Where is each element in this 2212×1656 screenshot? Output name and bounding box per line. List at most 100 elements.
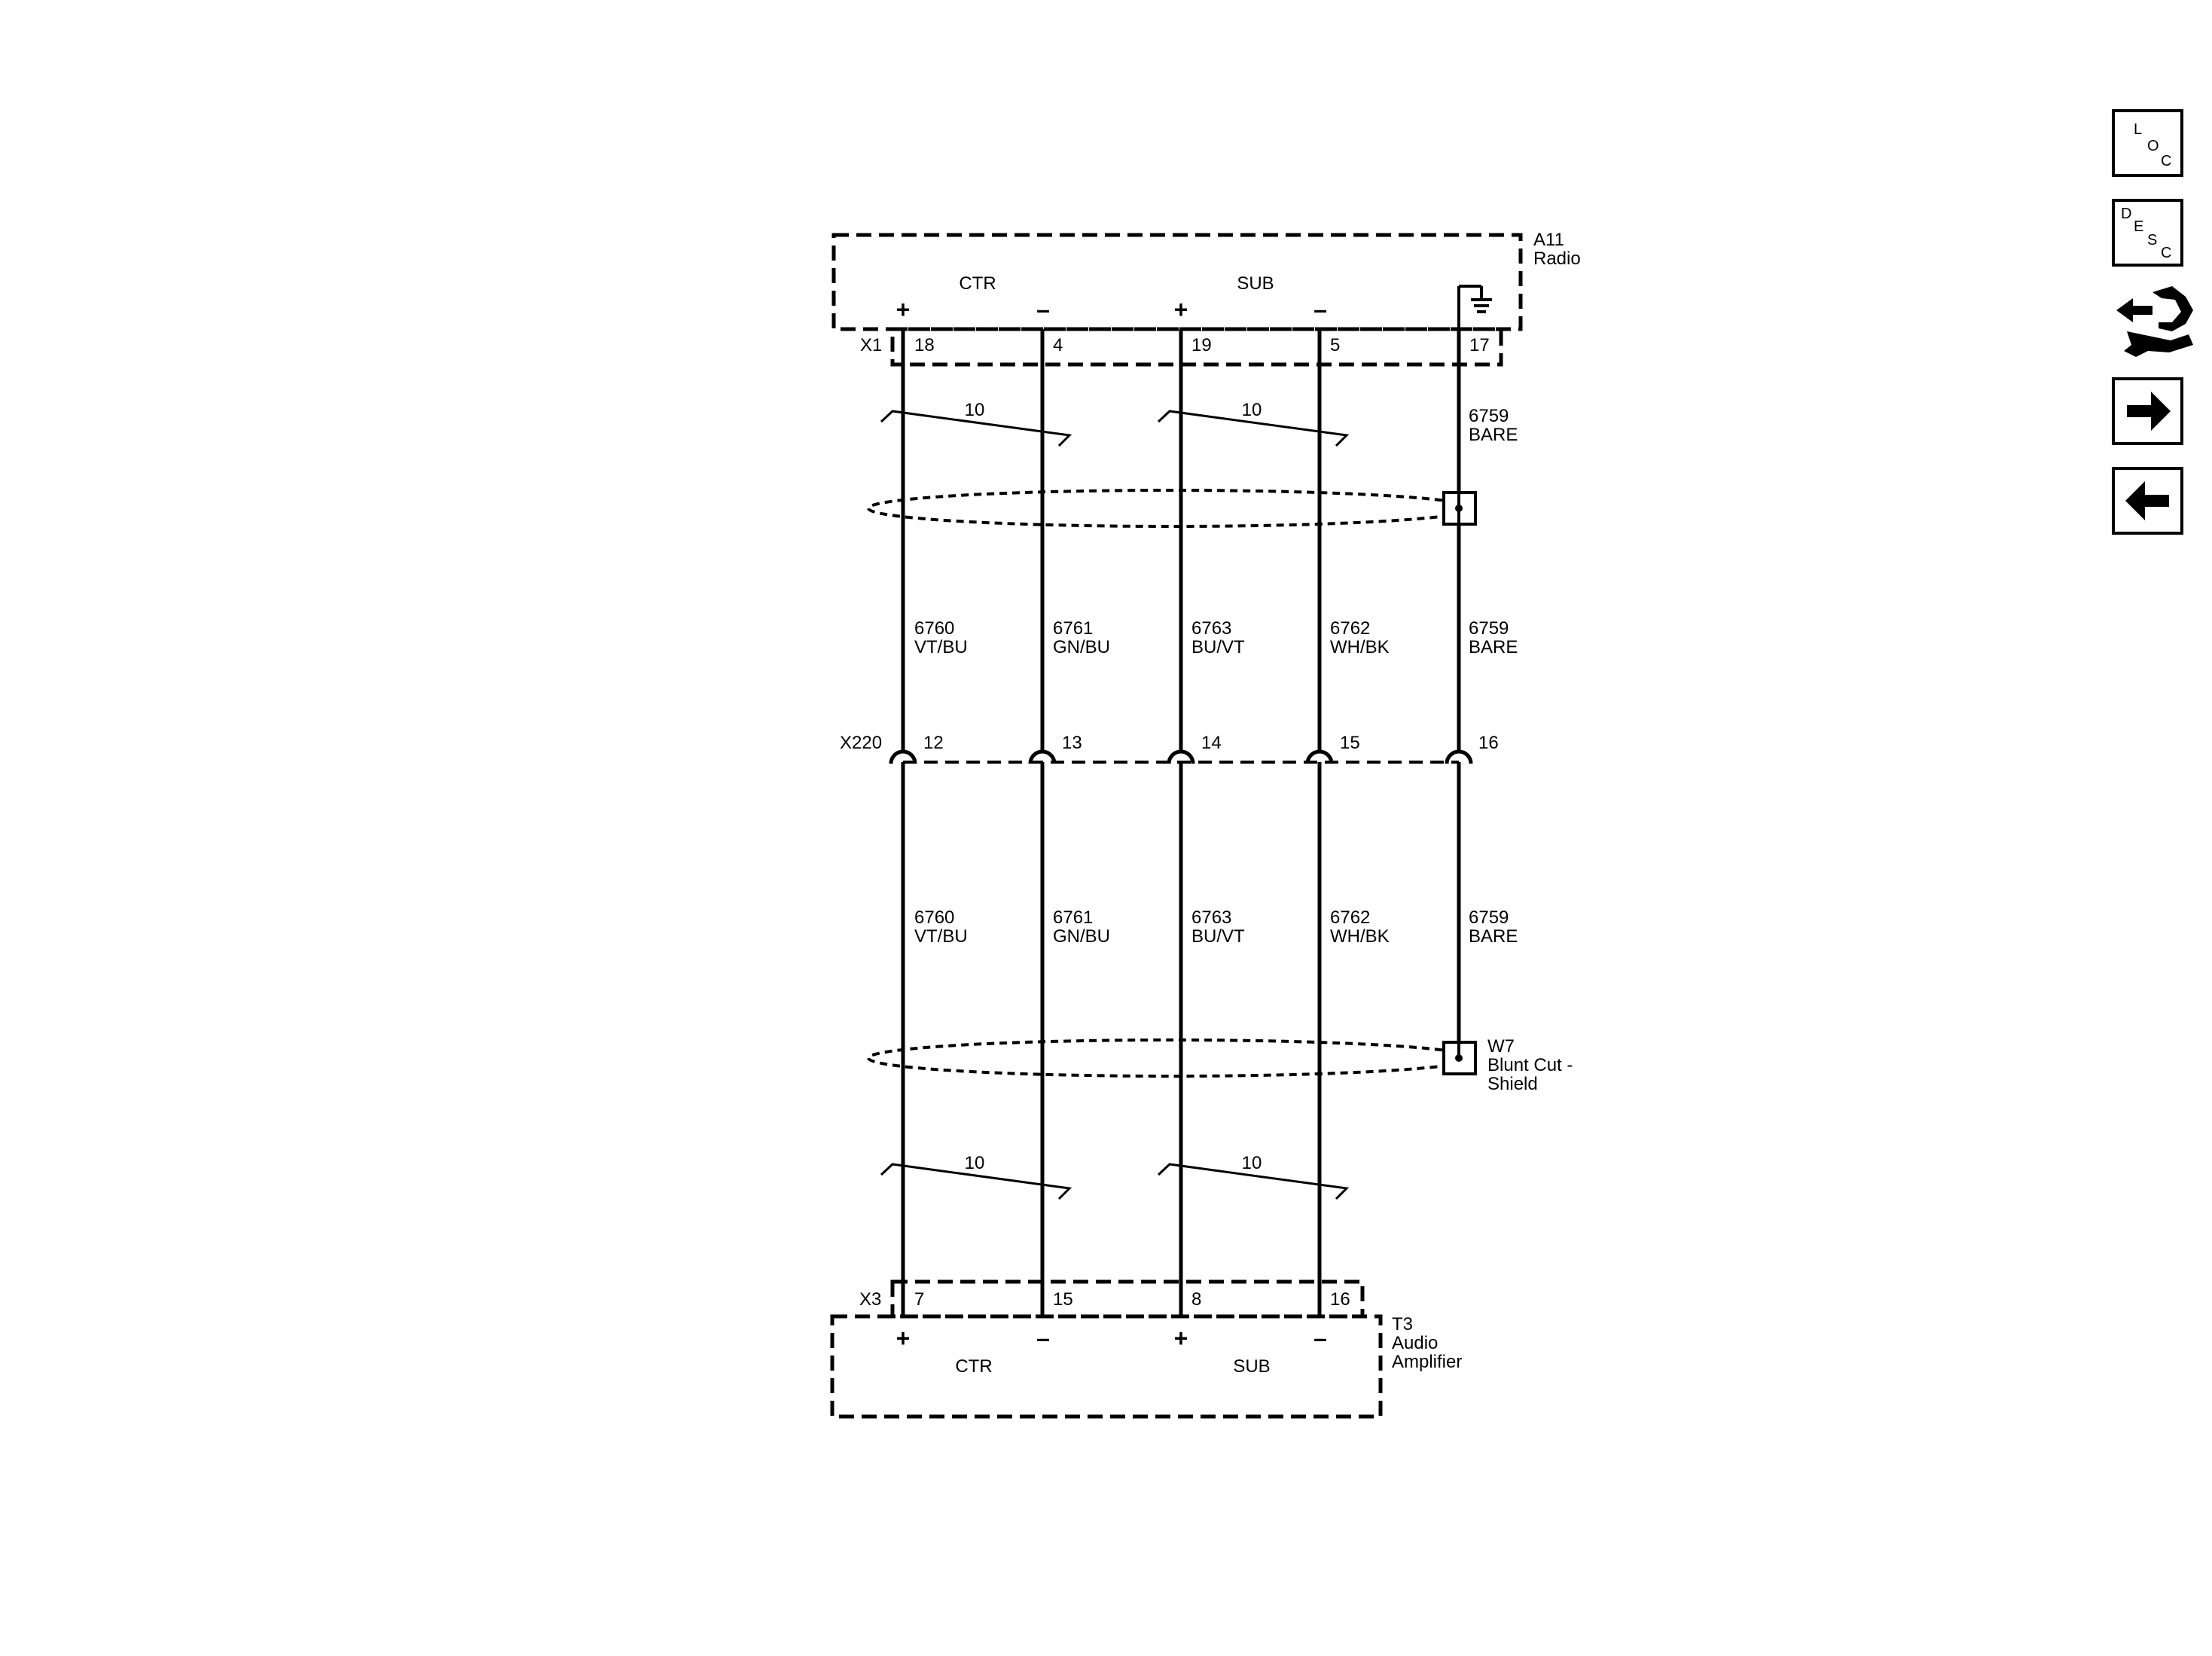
wire-color-label: BARE bbox=[1469, 926, 1518, 947]
wire-color-label: BU/VT bbox=[1191, 637, 1245, 657]
x3-pin: 8 bbox=[1191, 1289, 1201, 1310]
amp-sub-label: SUB bbox=[1233, 1356, 1270, 1377]
radio-ref: A11 bbox=[1533, 230, 1564, 250]
wire-circuit-label: 6761 bbox=[1053, 907, 1093, 928]
x3-pin: 7 bbox=[914, 1289, 924, 1310]
shield-top bbox=[867, 489, 1477, 528]
x1-label: X1 bbox=[860, 335, 882, 355]
x220-pin-arc bbox=[889, 749, 917, 764]
loc-letter: C bbox=[2161, 153, 2171, 169]
x3-connector: X3 7 15 8 16 bbox=[859, 1279, 1365, 1319]
wire-color-label: WH/BK bbox=[1330, 637, 1390, 657]
wire-circuit-label: 6763 bbox=[1191, 618, 1231, 639]
wire-circuit-label: 6759 bbox=[1469, 907, 1509, 928]
amp-ctr-minus: – bbox=[1036, 1325, 1050, 1352]
x3-outline bbox=[890, 1279, 1365, 1319]
x3-pin: 16 bbox=[1330, 1289, 1350, 1310]
x220-pin: 13 bbox=[1062, 733, 1082, 753]
radio-ctr-label: CTR bbox=[959, 273, 996, 294]
loc-letter: O bbox=[2147, 138, 2159, 154]
wire-color-label: BARE bbox=[1469, 637, 1518, 657]
wire-circuit-label: 6759 bbox=[1469, 406, 1509, 426]
desc-letter: S bbox=[2147, 232, 2157, 249]
x220-pin-arc bbox=[1028, 749, 1057, 764]
x3-label: X3 bbox=[859, 1289, 881, 1310]
shield-ellipse bbox=[867, 1038, 1475, 1078]
twist-label: 10 bbox=[965, 400, 985, 420]
wire-circuit-label: 6763 bbox=[1191, 907, 1231, 928]
x3-pin: 15 bbox=[1053, 1289, 1073, 1310]
nav-loc-button[interactable]: L O C bbox=[2112, 109, 2183, 177]
radio-name: Radio bbox=[1533, 249, 1581, 269]
wire-circuit-label: 6761 bbox=[1053, 618, 1093, 639]
radio-ctr-minus: – bbox=[1036, 296, 1050, 323]
twist-label: 10 bbox=[965, 1153, 985, 1173]
x1-pin: 4 bbox=[1053, 335, 1063, 355]
wire-color-label: GN/BU bbox=[1053, 926, 1110, 947]
radio-ctr-plus: + bbox=[896, 296, 911, 323]
wire-labels-upper: 6760 VT/BU 6761 GN/BU 6763 BU/VT 6762 WH… bbox=[914, 618, 1518, 657]
x1-pin: 5 bbox=[1330, 335, 1340, 355]
wire-circuit-label: 6762 bbox=[1330, 907, 1370, 928]
nav-prev-button[interactable] bbox=[2112, 467, 2183, 535]
x220-pin-arc bbox=[1305, 749, 1334, 764]
wire-labels-lower: 6760 VT/BU 6761 GN/BU 6763 BU/VT 6762 WH… bbox=[914, 907, 1518, 947]
desc-letter: D bbox=[2121, 206, 2131, 222]
wire-color-label: BU/VT bbox=[1191, 926, 1245, 947]
x1-pin: 19 bbox=[1191, 335, 1212, 355]
wire-color-label: WH/BK bbox=[1330, 926, 1390, 947]
x220-connector: X220 12 13 14 15 16 bbox=[840, 733, 1499, 764]
desc-letter: E bbox=[2134, 218, 2143, 235]
ground-icon bbox=[1457, 285, 1492, 329]
wire-color-label: BARE bbox=[1469, 425, 1518, 445]
wire-circuit-label: 6760 bbox=[914, 618, 954, 639]
twist-mark bbox=[880, 1163, 1072, 1200]
connector-wrench-icon[interactable] bbox=[2116, 286, 2193, 357]
shield-ellipse bbox=[867, 489, 1475, 528]
wire-color-label: GN/BU bbox=[1053, 637, 1110, 657]
x1-pin: 17 bbox=[1469, 335, 1490, 355]
wire-group bbox=[901, 329, 1461, 1316]
x220-pin-arc bbox=[1167, 749, 1195, 764]
x1-outline bbox=[890, 327, 1503, 367]
twist-label: 10 bbox=[1242, 1153, 1262, 1173]
radio-sub-plus: + bbox=[1174, 296, 1188, 323]
x220-pin: 14 bbox=[1201, 733, 1222, 753]
amp-sub-minus: – bbox=[1313, 1325, 1327, 1352]
loc-letter: L bbox=[2134, 121, 2142, 138]
wire-circuit-label: 6760 bbox=[914, 907, 954, 928]
x220-pin: 12 bbox=[923, 733, 944, 753]
shield-name-line2: Shield bbox=[1487, 1074, 1538, 1094]
amp-ctr-label: CTR bbox=[955, 1356, 992, 1377]
x1-connector: X1 18 4 19 5 17 bbox=[860, 327, 1503, 367]
wire-color-label: VT/BU bbox=[914, 926, 968, 947]
amp-ctr-plus: + bbox=[896, 1325, 911, 1352]
amp-sub-plus: + bbox=[1174, 1325, 1188, 1352]
radio-sub-minus: – bbox=[1313, 296, 1327, 323]
x220-pin: 16 bbox=[1478, 733, 1499, 753]
wire-color-label: VT/BU bbox=[914, 637, 968, 657]
amplifier-ref: T3 bbox=[1392, 1314, 1413, 1334]
x220-pin-arc bbox=[1445, 749, 1473, 764]
radio-outline bbox=[831, 233, 1523, 331]
desc-letter: C bbox=[2161, 245, 2171, 261]
twist-marks-top: 10 10 bbox=[880, 400, 1350, 447]
twist-label: 10 bbox=[1242, 400, 1262, 420]
twist-marks-bottom: 10 10 bbox=[880, 1153, 1350, 1200]
radio-sub-label: SUB bbox=[1237, 273, 1274, 294]
x1-pin: 18 bbox=[914, 335, 935, 355]
nav-desc-button[interactable]: D E S C bbox=[2112, 199, 2183, 267]
wire-circuit-label: 6759 bbox=[1469, 618, 1509, 639]
shield-terminal-dot bbox=[1455, 1054, 1463, 1062]
x220-pin: 15 bbox=[1340, 733, 1360, 753]
shield-ref: W7 bbox=[1487, 1036, 1515, 1057]
wire-circuit-label: 6762 bbox=[1330, 618, 1370, 639]
arrow-right-icon bbox=[2127, 392, 2171, 431]
twist-mark bbox=[1157, 410, 1350, 447]
nav-next-button[interactable] bbox=[2112, 377, 2183, 445]
amplifier-outline bbox=[830, 1314, 1383, 1419]
shield-name-line1: Blunt Cut - bbox=[1487, 1055, 1573, 1075]
twist-mark bbox=[1157, 1163, 1350, 1200]
arrow-left-icon bbox=[2125, 481, 2169, 520]
